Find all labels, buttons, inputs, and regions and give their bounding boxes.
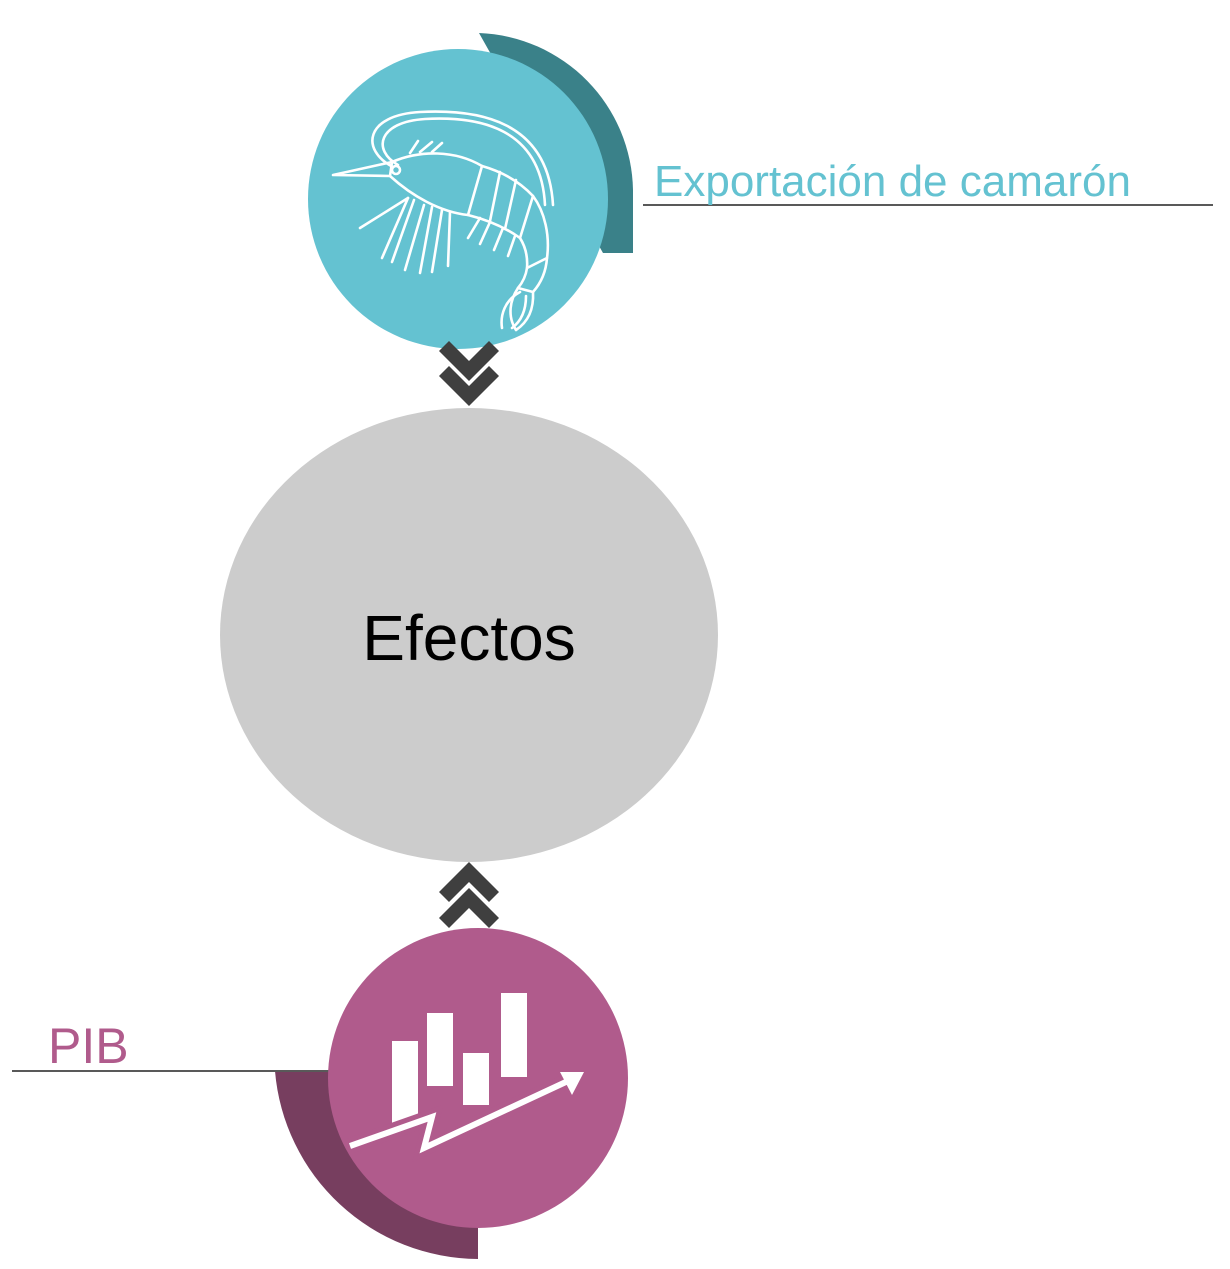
chevron-double-down-icon (439, 341, 499, 406)
shrimp-export-label: Exportación de camarón (654, 157, 1131, 206)
pib-label: PIB (48, 1018, 129, 1074)
effects-label: Efectos (362, 602, 576, 674)
bottom-node (12, 928, 628, 1259)
top-node-circle (308, 49, 608, 349)
center-node (220, 408, 718, 862)
chevron-double-up-icon (439, 862, 499, 928)
center-node-circle (220, 408, 718, 862)
growth-chart-icon (347, 993, 584, 1163)
top-node (308, 33, 1213, 349)
shrimp-icon (331, 110, 555, 332)
